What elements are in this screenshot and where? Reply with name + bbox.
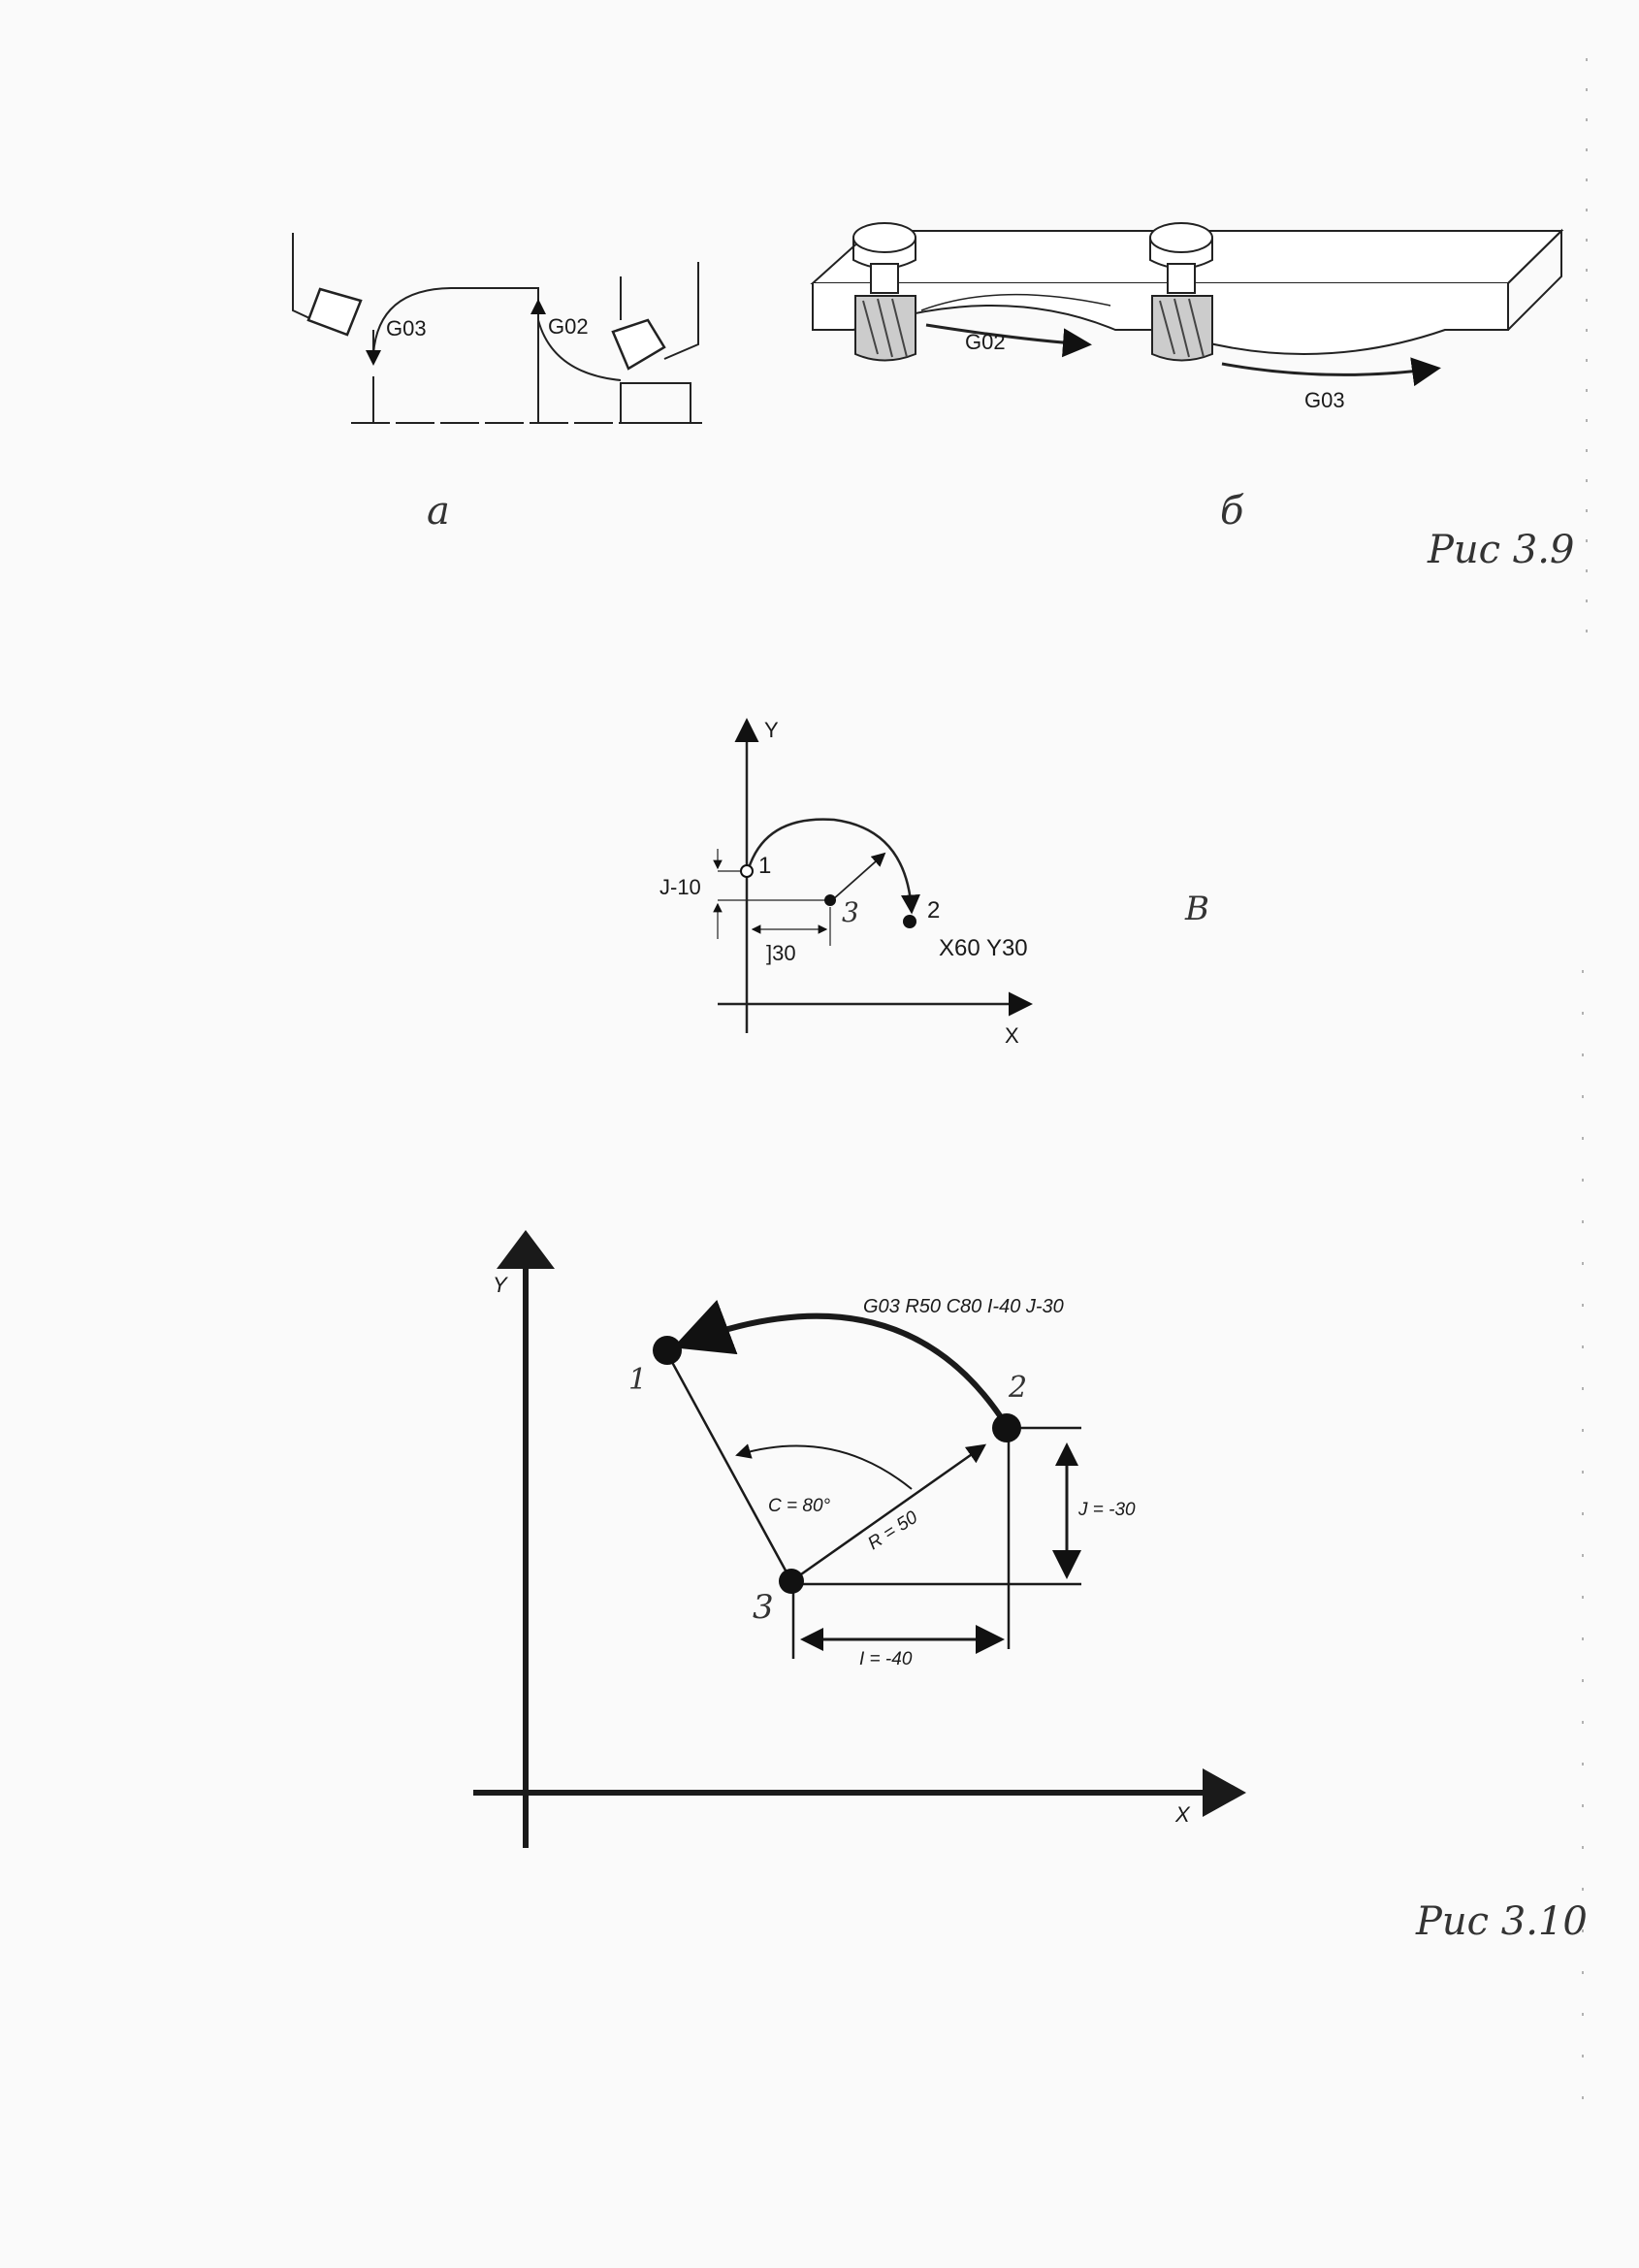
right-tool-holder: [663, 262, 699, 360]
fig39b-caption: б: [1220, 489, 1244, 534]
figv-point-1-label: 1: [758, 853, 771, 879]
fig310-radius-label: R = 50: [864, 1507, 921, 1555]
figv-point-1: [740, 864, 754, 878]
cutter-1-icon: [852, 222, 916, 362]
figv-i-label: ]30: [766, 941, 796, 965]
cutter-2-icon: [1149, 222, 1213, 362]
fig310-point-3-label: 3: [753, 1588, 774, 1627]
workpiece-profile: [372, 287, 539, 423]
fig310-x-label: X: [1174, 1802, 1191, 1827]
fig39a-g02-label: G02: [548, 314, 589, 339]
step-block: [620, 382, 691, 424]
fig39-title: Рис 3.9: [1427, 528, 1574, 572]
fig310-angle-label: C = 80°: [768, 1496, 831, 1516]
fig310-point-3: [779, 1569, 804, 1594]
plate-lower-curve: [920, 293, 1111, 311]
figv-j-label: J-10: [659, 875, 701, 899]
g02-arc: [537, 319, 622, 381]
fig310-point-1: [653, 1336, 682, 1365]
fig39b-g03-label: G03: [1304, 388, 1345, 412]
figv-caption: В: [1184, 890, 1209, 928]
fig310-title: Рис 3.10: [1415, 1899, 1588, 1944]
fig39a-lathe-diagram: [292, 233, 706, 424]
fig310-point-1-label: 1: [628, 1363, 647, 1397]
fig310-x-arrowhead: [1203, 1768, 1246, 1817]
figv-point-3: [824, 894, 836, 906]
figv-point-2: [903, 915, 916, 928]
right-tool-insert: [611, 318, 666, 371]
figv-radius-arrow: [831, 852, 886, 901]
fig310-i-dim-label: I = -40: [859, 1649, 913, 1669]
fig310-radius-line: [790, 1443, 987, 1583]
fig310-y-label: Y: [493, 1273, 508, 1297]
fig310-y-arrowhead: [497, 1230, 555, 1269]
figv-x-label: X: [1005, 1023, 1019, 1048]
fig310-line-3-1: [665, 1352, 793, 1582]
fig310-j-dim-label: J = -30: [1077, 1500, 1136, 1520]
fig39a-g03-label: G03: [386, 316, 427, 340]
g03-path-arrow: [1221, 357, 1441, 387]
left-tool-insert: [306, 287, 363, 337]
fig310-point-2-label: 2: [1008, 1371, 1027, 1405]
fig39b-milling-diagram: [810, 222, 1564, 387]
g02-path-arrow: [925, 323, 1092, 358]
figv-arc: [747, 818, 920, 915]
figv-point-2-label: 2: [927, 897, 940, 923]
plate-side: [1507, 228, 1562, 331]
fig310-angle-arc: [735, 1443, 913, 1490]
fig310-command-label: G03 R50 C80 I-40 J-30: [863, 1296, 1064, 1317]
fig39a-caption: а: [427, 489, 450, 534]
fig310-diagram: [473, 1230, 1246, 1848]
figv-y-label: Y: [764, 718, 779, 742]
fig39b-g02-label: G02: [965, 330, 1006, 354]
figv-target-label: X60 Y30: [939, 935, 1028, 961]
figv-point-3-label: 3: [842, 896, 859, 928]
fig310-arc: [672, 1299, 1010, 1428]
fig310-point-2: [992, 1413, 1021, 1442]
